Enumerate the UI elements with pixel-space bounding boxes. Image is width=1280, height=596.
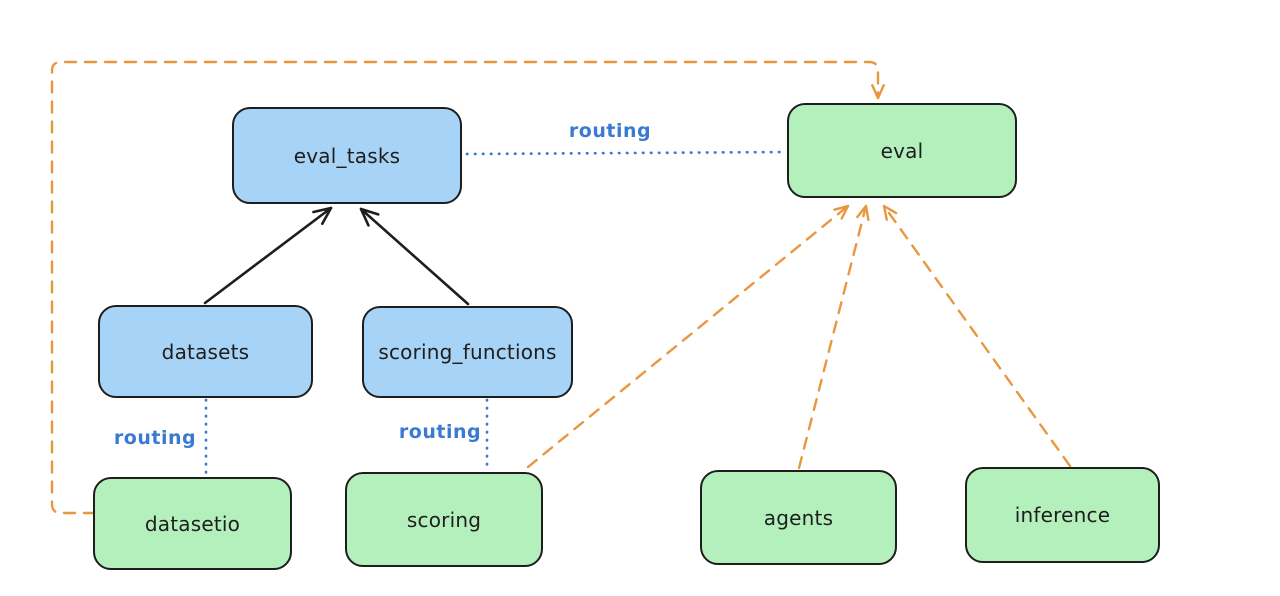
edge-agents-to-eval	[797, 204, 868, 470]
node-label-scoring_functions: scoring_functions	[378, 340, 557, 364]
arrowhead-scoring-to-eval	[833, 204, 850, 220]
edge-eval_tasks-to-eval-routing	[465, 150, 787, 156]
node-label-agents: agents	[763, 505, 834, 530]
node-datasetio: datasetio	[93, 477, 292, 570]
arrowhead-datasets-to-eval_tasks	[312, 206, 333, 226]
edge-label-routing-datasets-datasetio: routing	[113, 427, 197, 449]
edge-datasets-to-eval_tasks	[203, 206, 333, 305]
edge-label-routing-eval_tasks-eval: routing	[568, 120, 652, 142]
edge-scoring-to-eval	[526, 204, 850, 469]
edge-label-routing-scoring_functions-scoring: routing	[398, 421, 482, 443]
node-scoring_functions: scoring_functions	[362, 306, 573, 398]
node-label-scoring: scoring	[406, 507, 482, 532]
node-label-eval: eval	[880, 138, 924, 163]
arrowhead-agents-to-eval	[856, 204, 870, 221]
node-eval: eval	[787, 103, 1017, 198]
node-datasets: datasets	[98, 305, 313, 398]
node-label-datasets: datasets	[161, 339, 250, 364]
arrowhead-scoring_functions-to-eval_tasks	[359, 207, 380, 227]
arrowhead-datasetio-to-eval-loop	[871, 84, 885, 100]
edge-inference-to-eval	[882, 204, 1072, 468]
node-label-eval_tasks: eval_tasks	[293, 143, 401, 168]
node-scoring: scoring	[345, 472, 543, 567]
node-label-inference: inference	[1014, 503, 1111, 527]
arrowhead-inference-to-eval	[882, 204, 898, 221]
node-inference: inference	[965, 467, 1160, 563]
node-eval_tasks: eval_tasks	[232, 107, 462, 204]
edge-scoring_functions-to-eval_tasks	[359, 207, 470, 306]
edge-datasetio-to-eval-loop	[50, 60, 880, 515]
node-label-datasetio: datasetio	[144, 511, 241, 536]
node-agents: agents	[700, 470, 897, 565]
